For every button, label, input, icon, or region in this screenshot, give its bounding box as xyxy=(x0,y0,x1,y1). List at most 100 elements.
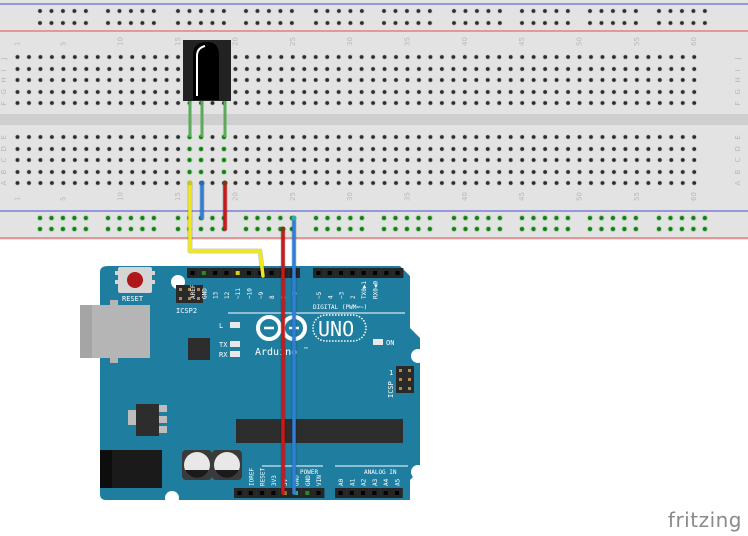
breadboard-hole[interactable] xyxy=(439,158,444,162)
breadboard-hole[interactable] xyxy=(554,158,559,162)
breadboard-hole[interactable] xyxy=(520,170,525,174)
breadboard-hole[interactable] xyxy=(290,78,295,82)
rail-hole[interactable] xyxy=(668,227,673,231)
breadboard-hole[interactable] xyxy=(577,181,582,185)
breadboard-hole[interactable] xyxy=(485,181,490,185)
power-pin[interactable] xyxy=(294,491,298,495)
rail-hole[interactable] xyxy=(176,216,180,220)
rail-hole[interactable] xyxy=(72,216,77,220)
breadboard-hole[interactable] xyxy=(554,90,559,94)
power-pin[interactable] xyxy=(305,491,310,495)
breadboard-hole[interactable] xyxy=(130,181,135,185)
breadboard-hole[interactable] xyxy=(623,78,628,82)
breadboard-hole[interactable] xyxy=(394,101,398,105)
breadboard-hole[interactable] xyxy=(141,181,146,185)
breadboard-hole[interactable] xyxy=(107,147,112,151)
breadboard-hole[interactable] xyxy=(497,78,502,82)
breadboard-hole[interactable] xyxy=(646,158,651,162)
rail-hole[interactable] xyxy=(680,21,684,25)
breadboard-hole[interactable] xyxy=(61,147,66,151)
breadboard-hole[interactable] xyxy=(669,147,674,151)
rail-hole[interactable] xyxy=(49,9,54,13)
rail-hole[interactable] xyxy=(106,227,110,231)
breadboard-hole[interactable] xyxy=(313,78,318,82)
rail-hole[interactable] xyxy=(128,227,133,231)
breadboard-hole[interactable] xyxy=(95,147,100,151)
breadboard-hole[interactable] xyxy=(508,147,513,151)
breadboard-hole[interactable] xyxy=(657,90,662,94)
rail-hole[interactable] xyxy=(416,21,421,25)
breadboard-hole[interactable] xyxy=(302,135,307,139)
breadboard-hole[interactable] xyxy=(657,170,662,174)
icsp-pin[interactable] xyxy=(408,378,411,381)
breadboard-hole[interactable] xyxy=(566,78,570,82)
digital-pin[interactable] xyxy=(373,271,377,275)
breadboard-hole[interactable] xyxy=(417,78,421,82)
breadboard-hole[interactable] xyxy=(187,147,192,151)
analog-pin[interactable] xyxy=(338,491,343,495)
breadboard-hole[interactable] xyxy=(359,101,364,105)
breadboard-hole[interactable] xyxy=(267,90,272,94)
breadboard-hole[interactable] xyxy=(497,67,502,71)
breadboard-hole[interactable] xyxy=(118,55,123,59)
breadboard-hole[interactable] xyxy=(566,67,570,71)
breadboard-hole[interactable] xyxy=(336,170,341,174)
breadboard-hole[interactable] xyxy=(566,181,570,185)
breadboard-hole[interactable] xyxy=(15,181,20,185)
breadboard-hole[interactable] xyxy=(428,55,433,59)
breadboard-hole[interactable] xyxy=(371,170,375,174)
breadboard-hole[interactable] xyxy=(84,78,89,82)
rail-hole[interactable] xyxy=(117,9,122,13)
breadboard-hole[interactable] xyxy=(394,170,398,174)
breadboard-hole[interactable] xyxy=(543,67,548,71)
breadboard-hole[interactable] xyxy=(657,147,662,151)
rail-hole[interactable] xyxy=(393,9,398,13)
breadboard-hole[interactable] xyxy=(50,90,54,94)
rail-hole[interactable] xyxy=(393,21,398,25)
breadboard-hole[interactable] xyxy=(371,101,375,105)
breadboard-hole[interactable] xyxy=(382,170,387,174)
rail-hole[interactable] xyxy=(680,9,684,13)
digital-pin[interactable] xyxy=(384,271,389,275)
breadboard-hole[interactable] xyxy=(348,67,353,71)
breadboard-hole[interactable] xyxy=(107,78,112,82)
breadboard-hole[interactable] xyxy=(634,101,639,105)
icsp-pin[interactable] xyxy=(399,369,402,372)
breadboard-hole[interactable] xyxy=(428,147,433,151)
breadboard-hole[interactable] xyxy=(84,170,89,174)
breadboard-hole[interactable] xyxy=(657,67,662,71)
rail-hole[interactable] xyxy=(221,9,226,13)
breadboard-hole[interactable] xyxy=(141,170,146,174)
breadboard-hole[interactable] xyxy=(485,147,490,151)
breadboard-hole[interactable] xyxy=(15,135,20,139)
breadboard-hole[interactable] xyxy=(279,147,284,151)
breadboard-hole[interactable] xyxy=(61,101,66,105)
breadboard-hole[interactable] xyxy=(428,67,433,71)
breadboard-hole[interactable] xyxy=(646,55,651,59)
breadboard-hole[interactable] xyxy=(451,181,456,185)
breadboard-hole[interactable] xyxy=(600,181,605,185)
rail-hole[interactable] xyxy=(255,216,260,220)
rail-hole[interactable] xyxy=(463,216,468,220)
breadboard-hole[interactable] xyxy=(577,101,582,105)
breadboard-hole[interactable] xyxy=(508,135,513,139)
breadboard-hole[interactable] xyxy=(394,90,398,94)
breadboard-hole[interactable] xyxy=(646,90,651,94)
breadboard-hole[interactable] xyxy=(485,101,490,105)
rail-hole[interactable] xyxy=(427,227,432,231)
breadboard-hole[interactable] xyxy=(267,67,272,71)
rail-hole[interactable] xyxy=(151,9,156,13)
rail-hole[interactable] xyxy=(176,9,180,13)
breadboard-hole[interactable] xyxy=(267,181,272,185)
rail-hole[interactable] xyxy=(452,227,456,231)
rail-hole[interactable] xyxy=(702,9,707,13)
rail-hole[interactable] xyxy=(176,21,180,25)
breadboard-hole[interactable] xyxy=(428,78,433,82)
rail-hole[interactable] xyxy=(393,216,398,220)
breadboard-hole[interactable] xyxy=(359,170,364,174)
rail-hole[interactable] xyxy=(267,21,271,25)
breadboard-hole[interactable] xyxy=(233,78,238,82)
breadboard-hole[interactable] xyxy=(176,55,180,59)
breadboard-hole[interactable] xyxy=(95,170,100,174)
rail-hole[interactable] xyxy=(599,9,604,13)
